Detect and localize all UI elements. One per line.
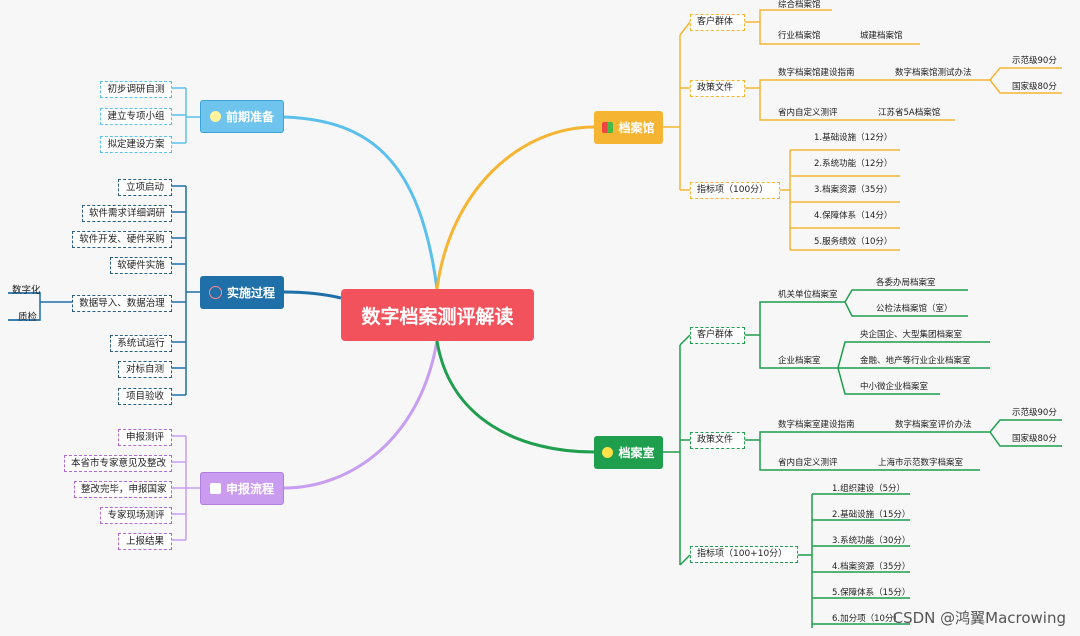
apply-item[interactable]: 上报结果	[118, 533, 172, 550]
impl-item[interactable]: 系统试运行	[110, 335, 172, 352]
apply-item[interactable]: 整改完毕，申报国家	[74, 481, 172, 498]
node-archive-hall-label: 档案馆	[618, 121, 655, 135]
hall-customer-item[interactable]: 行业档案馆	[778, 31, 821, 41]
room-customer-sub[interactable]: 央企国企、大型集团档案室	[860, 330, 963, 340]
room-index-item[interactable]: 6.加分项（10分）	[832, 614, 902, 624]
hall-policy-self[interactable]: 省内自定义测评	[778, 108, 838, 118]
impl-item[interactable]: 软件需求详细调研	[82, 205, 172, 222]
hall-index-item[interactable]: 1.基础设施（12分）	[814, 133, 893, 143]
room-customer-item[interactable]: 机关单位档案室	[778, 290, 838, 300]
room-index[interactable]: 指标项（100+10分）	[690, 546, 798, 563]
node-apply[interactable]: 申报流程	[200, 472, 284, 505]
room-index-item[interactable]: 5.保障体系（15分）	[832, 588, 911, 598]
hall-policy-method[interactable]: 数字档案馆测试办法	[895, 68, 972, 78]
room-index-item[interactable]: 2.基础设施（15分）	[832, 510, 911, 520]
node-impl-label: 实施过程	[226, 286, 275, 300]
hall-index-item[interactable]: 3.档案资源（35分）	[814, 185, 893, 195]
node-prep[interactable]: 前期准备	[200, 100, 284, 133]
room-policy-self[interactable]: 省内自定义测评	[778, 458, 838, 468]
grid-icon	[602, 122, 614, 133]
bulb-icon	[209, 111, 221, 122]
hall-index-item[interactable]: 2.系统功能（12分）	[814, 159, 893, 169]
hall-index-item[interactable]: 5.服务绩效（10分）	[814, 237, 893, 247]
hall-policy-level[interactable]: 示范级90分	[1012, 56, 1057, 66]
prep-item[interactable]: 建立专项小组	[100, 108, 172, 125]
node-archive-room[interactable]: 档案室	[594, 436, 663, 469]
node-archive-hall[interactable]: 档案馆	[594, 111, 663, 144]
room-policy-level[interactable]: 示范级90分	[1012, 408, 1057, 418]
hall-index[interactable]: 指标项（100分）	[690, 182, 780, 199]
hall-policy-level[interactable]: 国家级80分	[1012, 82, 1057, 92]
room-customer-sub[interactable]: 金融、地产等行业企业档案室	[860, 356, 971, 366]
central-topic[interactable]: 数字档案测评解读	[341, 289, 534, 341]
hall-policy[interactable]: 政策文件	[690, 80, 745, 97]
room-index-item[interactable]: 1.组织建设（5分）	[832, 484, 906, 494]
impl-sub-item[interactable]: 质检	[18, 312, 38, 323]
room-customer-sub[interactable]: 中小微企业档案室	[860, 382, 929, 392]
apply-item[interactable]: 申报测评	[118, 429, 172, 446]
room-policy-level[interactable]: 国家级80分	[1012, 434, 1057, 444]
room-customers[interactable]: 客户群体	[690, 327, 745, 344]
impl-item[interactable]: 立项启动	[118, 179, 172, 196]
impl-item[interactable]: 项目验收	[118, 388, 172, 405]
room-index-item[interactable]: 4.档案资源（35分）	[832, 562, 911, 572]
cubes-icon	[209, 483, 221, 494]
pin-icon	[602, 447, 614, 458]
hall-customer-sub[interactable]: 城建档案馆	[860, 31, 903, 41]
impl-item[interactable]: 软件开发、硬件采购	[72, 231, 172, 248]
room-customer-item[interactable]: 企业档案室	[778, 356, 821, 366]
prep-item[interactable]: 初步调研自测	[100, 81, 172, 98]
hall-index-item[interactable]: 4.保障体系（14分）	[814, 211, 893, 221]
room-customer-sub[interactable]: 公检法档案馆（室）	[876, 304, 953, 314]
network-icon	[208, 286, 222, 299]
impl-sub-item[interactable]: 数字化	[12, 285, 41, 296]
node-impl[interactable]: 实施过程	[200, 276, 284, 309]
room-customer-sub[interactable]: 各委办局档案室	[876, 278, 936, 288]
apply-item[interactable]: 专家现场测评	[100, 507, 172, 524]
impl-item[interactable]: 数据导入、数据治理	[72, 295, 172, 312]
node-apply-label: 申报流程	[225, 482, 274, 496]
node-archive-room-label: 档案室	[618, 446, 655, 460]
apply-item[interactable]: 本省市专家意见及整改	[64, 455, 172, 472]
prep-item[interactable]: 拟定建设方案	[100, 136, 172, 153]
hall-policy-guide[interactable]: 数字档案馆建设指南	[778, 68, 855, 78]
hall-policy-self-sub[interactable]: 江苏省5A档案馆	[878, 108, 941, 118]
room-policy-self-sub[interactable]: 上海市示范数字档案室	[878, 458, 964, 468]
impl-item[interactable]: 软硬件实施	[110, 257, 172, 274]
impl-item[interactable]: 对标自测	[118, 361, 172, 378]
hall-customer-item[interactable]: 综合档案馆	[778, 0, 821, 10]
room-index-item[interactable]: 3.系统功能（30分）	[832, 536, 911, 546]
watermark: CSDN @鸿翼Macrowing	[892, 609, 1066, 627]
room-policy-method[interactable]: 数字档案室评价办法	[895, 420, 972, 430]
room-policy[interactable]: 政策文件	[690, 432, 745, 449]
room-policy-guide[interactable]: 数字档案室建设指南	[778, 420, 855, 430]
hall-customers[interactable]: 客户群体	[690, 14, 745, 31]
node-prep-label: 前期准备	[225, 110, 274, 124]
